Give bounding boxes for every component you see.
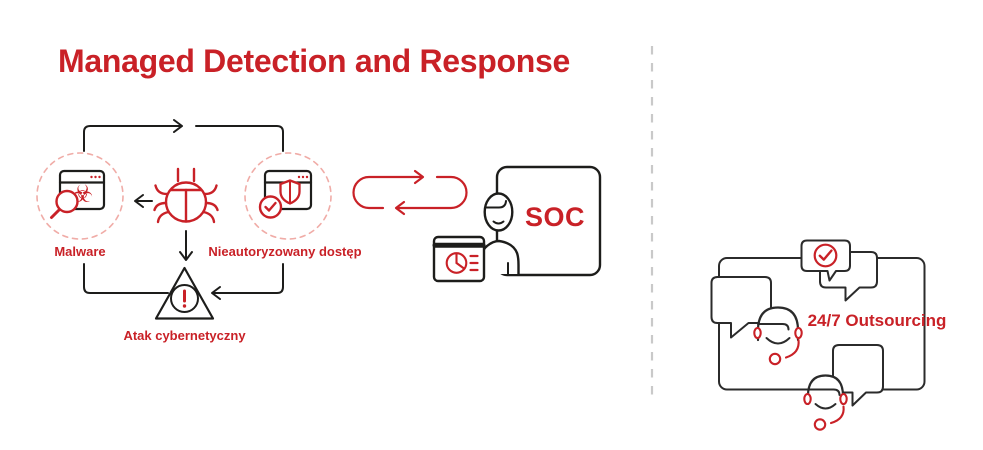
check-circle-icon (258, 195, 283, 219)
malware-dashed-circle (36, 152, 124, 240)
magnifier-icon (50, 189, 79, 219)
arrow-bug-to-malware (134, 194, 153, 208)
mdr-flow-diagram: ☣ (36, 119, 602, 320)
cyber-attack-label: Atak cybernetyczny (123, 328, 246, 343)
headset-icon (753, 326, 803, 366)
soc-label: SOC (524, 202, 585, 232)
bug-icon (153, 167, 219, 224)
agent-headset-left-icon (753, 306, 803, 366)
headset-icon (803, 392, 848, 431)
dashboard-pie-window-icon (432, 235, 486, 283)
unauthorized-label: Nieautoryzowany dostęp (208, 244, 362, 259)
malware-label: Malware (54, 244, 106, 259)
connector-malware-to-attack (83, 263, 169, 294)
page-title: Managed Detection and Response (58, 43, 570, 79)
chat-bubble-left-icon (710, 276, 772, 339)
exclamation-icon (182, 289, 187, 308)
check-circle-icon (813, 243, 838, 268)
arrow-bug-to-attack (179, 230, 193, 261)
pie-chart-icon (445, 252, 468, 274)
agent-headset-bottom-icon (803, 374, 848, 431)
sync-cycle-arrows-icon (352, 169, 468, 216)
browser-dots-icon (297, 175, 309, 179)
arrow-malware-to-unauthorized (83, 119, 284, 152)
unauthorized-dashed-circle (244, 152, 332, 240)
browser-shield-icon (258, 169, 313, 219)
browser-malware-icon: ☣ (50, 169, 106, 219)
outsourcing-illustration (710, 239, 926, 431)
browser-dots-icon (90, 175, 101, 179)
chat-bubble-right-icon (832, 344, 884, 407)
outsourcing-label: 24/7 Outsourcing (807, 311, 947, 330)
analyst-person-icon (477, 192, 520, 276)
connector-unauthorized-to-attack (211, 263, 284, 300)
warning-triangle-icon (154, 266, 215, 320)
check-chat-bubble-icon (800, 239, 851, 282)
list-lines-icon (469, 254, 479, 272)
soc-group (432, 165, 602, 283)
shield-icon (279, 179, 301, 205)
